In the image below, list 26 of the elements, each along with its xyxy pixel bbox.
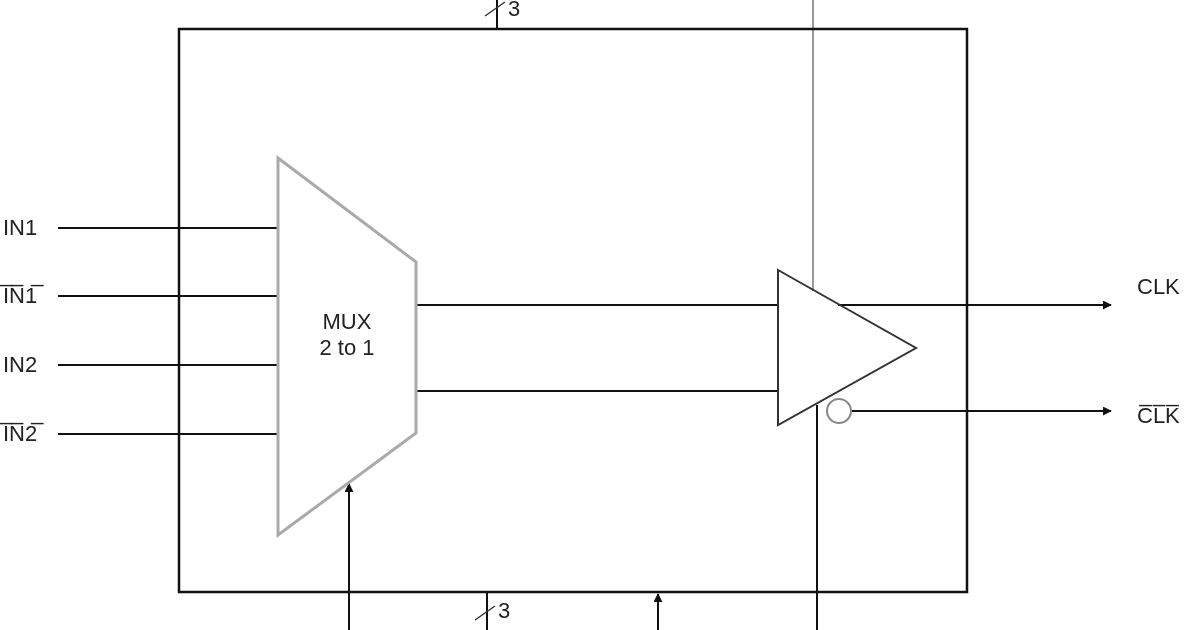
signal-label: I̅N̅1̅ [0,280,46,309]
signal-line [57,433,279,435]
arrow [344,483,354,630]
signal-line [57,227,279,229]
signal-label: C̅L̅K̅ [1134,400,1188,429]
arrow [837,300,1112,310]
signal-label: CLK [1134,271,1188,300]
signal-line [416,390,779,392]
bus-line [486,592,488,630]
signal-line [812,0,814,292]
buffer-symbol [777,269,918,427]
signal-line [816,404,818,630]
multiplexer-label: MUX 2 to 1 [318,309,376,361]
arrow [851,406,1112,416]
block-outline [178,28,968,593]
bus-width-label: 3 [508,0,521,22]
bus-line [496,0,498,29]
multiplexer-symbol [277,157,417,537]
signal-label: I̅N̅2̅ [0,418,46,447]
signal-line [57,364,279,366]
bus-width-label: 3 [498,598,511,624]
signal-line [416,304,779,306]
signal-line [57,295,279,297]
signal-label: IN2 [0,349,46,378]
arrow [653,593,663,630]
signal-label: IN1 [0,212,46,241]
